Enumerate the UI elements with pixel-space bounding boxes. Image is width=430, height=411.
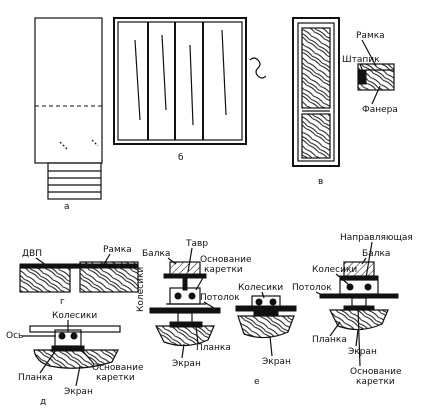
label-planka-d: Планка xyxy=(18,373,53,383)
panel-b: б xyxy=(113,17,267,163)
panel-g: ДВП Рамка г xyxy=(19,245,139,307)
label-planka-e3: Планка xyxy=(312,335,347,345)
label-kolesiki-e2: Колесики xyxy=(238,283,283,293)
panel-e-letter: е xyxy=(254,377,260,387)
label-balka-3: Балка xyxy=(362,249,390,259)
label-ekran-e2: Экран xyxy=(262,357,291,367)
label-ramka-g: Рамка xyxy=(103,245,132,255)
label-kolesiki-d: Колесики xyxy=(52,311,97,321)
panel-a-letter: а xyxy=(64,202,70,212)
panel-d-letter: д xyxy=(40,397,46,407)
label-potolok-1: Потолок xyxy=(200,293,240,303)
label-kolesiki-vert: Колесики xyxy=(136,267,146,312)
panel-e-right: Направляющая Балка Колесики Потолок План… xyxy=(292,233,413,387)
panel-a: а xyxy=(34,17,103,212)
label-balka-1: Балка xyxy=(142,249,170,259)
label-osnovanie-d-2: каретки xyxy=(96,373,135,383)
label-napravl: Направляющая xyxy=(340,233,413,243)
label-kolesiki-e3: Колесики xyxy=(312,265,357,275)
label-ekran-e1: Экран xyxy=(172,359,201,369)
label-planka-e1: Планка xyxy=(196,343,231,353)
label-osnovanie-d-1: Основание xyxy=(92,363,144,373)
label-os: Ось xyxy=(6,331,23,341)
label-ekran-d: Экран xyxy=(64,387,93,397)
panel-e-left: Балка Тавр Основание каретки Потолок Пла… xyxy=(136,239,252,369)
panel-v: Рамка Штапик Фанера в xyxy=(292,17,398,187)
label-fanera: Фанера xyxy=(362,105,398,115)
panel-d: Колесики Ось Планка Экран Основание каре… xyxy=(6,311,144,407)
label-osnovanie-e3-1: Основание xyxy=(350,367,402,377)
label-dvp: ДВП xyxy=(22,249,42,259)
panel-e-middle: Колесики Экран е xyxy=(235,283,297,387)
label-shtapik: Штапик xyxy=(342,55,380,65)
panel-b-letter: б xyxy=(178,153,184,163)
label-osnovanie-e3-2: каретки xyxy=(356,377,395,387)
label-tavr: Тавр xyxy=(185,239,208,249)
panel-v-letter: в xyxy=(318,177,323,187)
label-ekran-e3: Экран xyxy=(348,347,377,357)
label-osnovanie-e1-1: Основание xyxy=(200,255,252,265)
label-ramka-v: Рамка xyxy=(356,31,385,41)
panel-g-letter: г xyxy=(60,297,65,307)
label-osnovanie-e1-2: каретки xyxy=(204,265,243,275)
label-potolok-3: Потолок xyxy=(292,283,332,293)
